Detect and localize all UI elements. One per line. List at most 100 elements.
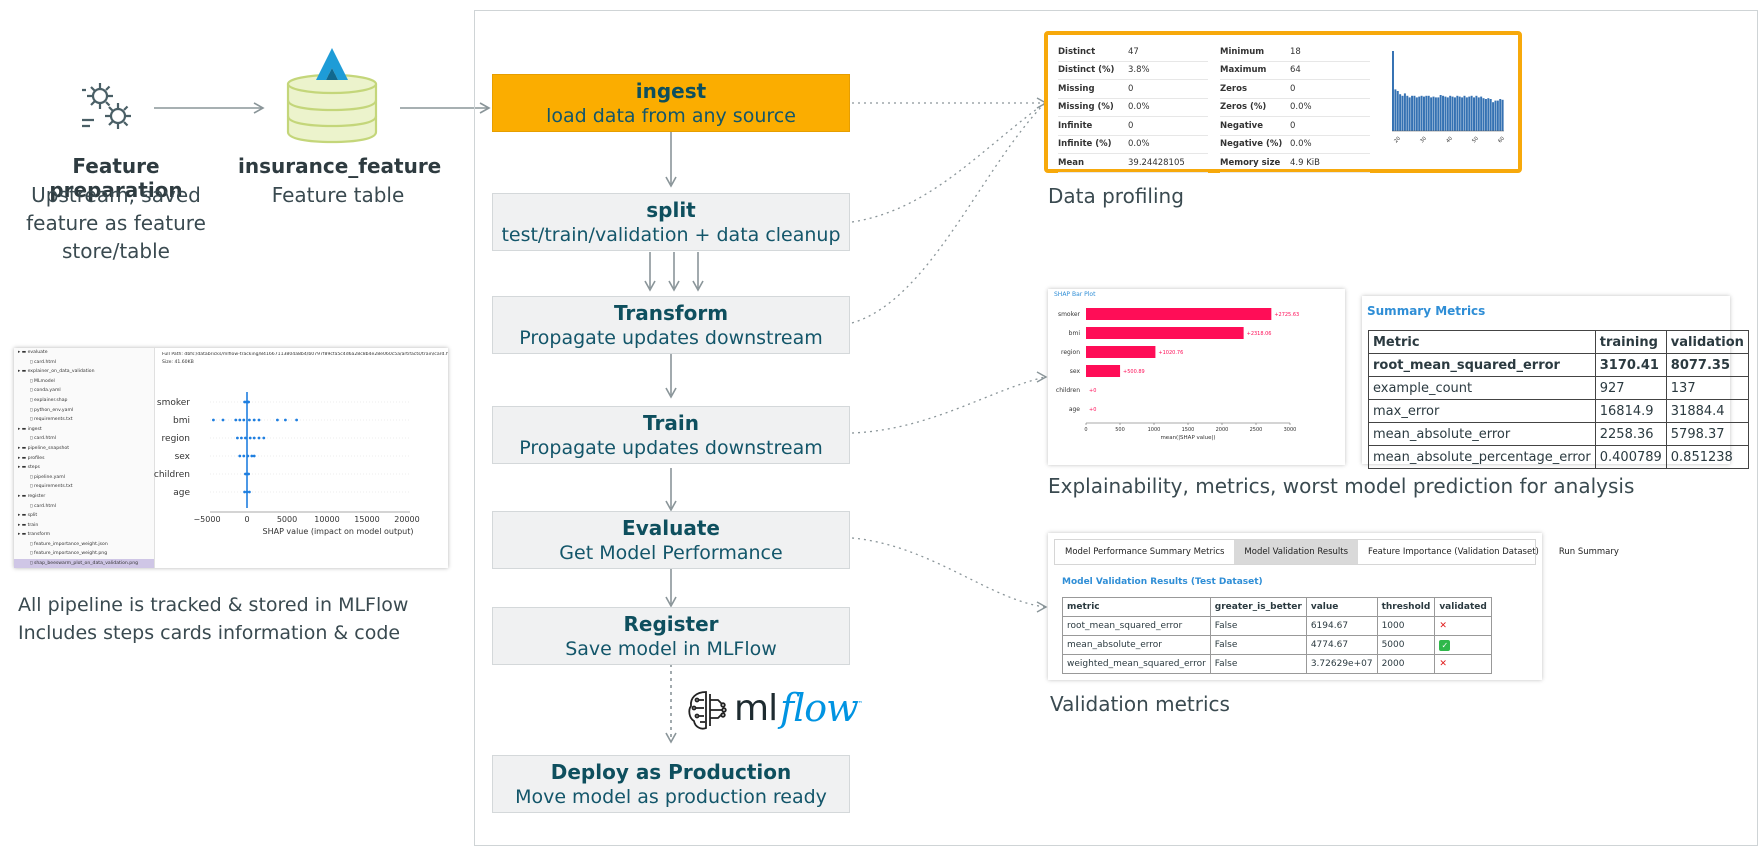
histogram-tick-label: 60 bbox=[1497, 136, 1506, 145]
shap-point bbox=[236, 436, 239, 440]
tree-folder[interactable]: ▸ ▬ split bbox=[18, 513, 38, 519]
shap-point bbox=[295, 418, 298, 422]
value-cell: 4774.67 bbox=[1305, 635, 1378, 655]
tree-file[interactable]: ▯ feature_importance_weight.png bbox=[30, 551, 108, 557]
tree-folder[interactable]: ▸ ▬ register bbox=[18, 493, 46, 499]
category-label: smoker bbox=[1058, 311, 1081, 318]
tree-file[interactable]: ▯ explainer.shap bbox=[30, 397, 68, 403]
tree-file[interactable]: ▯ requirements.txt bbox=[30, 417, 73, 423]
shap-bar bbox=[1086, 346, 1156, 358]
tree-file[interactable]: ▯ card.html bbox=[30, 359, 56, 365]
tree-file[interactable]: ▯ card.html bbox=[30, 436, 56, 442]
histogram-bar bbox=[1468, 96, 1471, 131]
stat-value: 0 bbox=[1128, 120, 1134, 131]
histogram-bar bbox=[1392, 51, 1394, 131]
greater-cell: False bbox=[1209, 635, 1307, 655]
value-label: +500.89 bbox=[1123, 369, 1145, 375]
value-cell: 0.851238 bbox=[1665, 445, 1749, 469]
step-train[interactable]: Train Propagate updates downstream bbox=[492, 406, 850, 464]
header-cell: value bbox=[1305, 597, 1378, 617]
tree-folder[interactable]: ▸ ▬ steps bbox=[18, 465, 40, 471]
mlflow-logo-tm: ™ bbox=[856, 700, 863, 708]
shap-point bbox=[257, 418, 261, 422]
stat-label: Negative (%) bbox=[1220, 139, 1283, 150]
histogram-bar bbox=[1453, 97, 1456, 131]
profile-stat-row: Missing (%)0.0% bbox=[1058, 99, 1208, 117]
tab-run-summary[interactable]: Run Summary bbox=[1558, 547, 1619, 557]
histogram-bar bbox=[1399, 94, 1402, 131]
step-register[interactable]: Register Save model in MLFlow bbox=[492, 607, 850, 665]
feature-label: smoker bbox=[157, 398, 190, 408]
tree-file[interactable]: ▯ feature_importance_weight.json bbox=[30, 541, 108, 547]
tree-folder[interactable]: ▸ ▬ transform bbox=[18, 532, 51, 538]
histogram-bar bbox=[1439, 95, 1442, 131]
shap-point bbox=[276, 418, 279, 422]
table-row: mean_absolute_percentage_error 0.400789 … bbox=[1368, 445, 1749, 469]
tab-feature-importance[interactable]: Feature Importance (Validation Dataset) bbox=[1368, 547, 1539, 557]
mlflow-logo: ml flow ™ bbox=[686, 686, 866, 736]
metric-cell: root_mean_squared_error bbox=[1368, 353, 1596, 377]
stat-label: Minimum bbox=[1220, 46, 1265, 57]
x-axis-title: SHAP value (impact on model output) bbox=[263, 527, 414, 536]
step-evaluate[interactable]: Evaluate Get Model Performance bbox=[492, 511, 850, 569]
value-cell: 16814.9 bbox=[1594, 399, 1667, 423]
stat-value: 0 bbox=[1290, 83, 1296, 94]
step-title: split bbox=[646, 198, 696, 222]
histogram-bar bbox=[1458, 96, 1461, 131]
tree-folder[interactable]: ▸ ▬ pipeline_snapshot bbox=[18, 445, 70, 451]
summary-metrics-table: Metric training validation root_mean_squ… bbox=[1368, 330, 1749, 469]
histogram-bar bbox=[1473, 97, 1476, 131]
table-row: root_mean_squared_error False 6194.67 10… bbox=[1062, 616, 1492, 636]
tree-file[interactable]: ▯ python_env.yaml bbox=[30, 407, 74, 413]
tree-folder[interactable]: ▸ ▬ ingest bbox=[18, 426, 42, 432]
brain-circuit-icon bbox=[688, 691, 727, 730]
histogram-bar bbox=[1463, 95, 1466, 131]
step-split[interactable]: split test/train/validation + data clean… bbox=[492, 193, 850, 251]
tree-file[interactable]: ▯ pipeline.yaml bbox=[30, 474, 65, 480]
histogram-bar bbox=[1496, 100, 1499, 131]
stat-value: 3.8% bbox=[1128, 65, 1150, 76]
tree-file[interactable]: ▯ MLmodel bbox=[30, 378, 55, 384]
tree-folder[interactable]: ▸ ▬ evaluate bbox=[18, 350, 48, 355]
histogram-bar bbox=[1449, 95, 1452, 131]
value-cell: 0.400789 bbox=[1594, 445, 1667, 469]
profile-stat-row: Negative (%)0.0% bbox=[1220, 136, 1370, 154]
histogram-bar bbox=[1494, 100, 1497, 131]
step-transform[interactable]: Transform Propagate updates downstream bbox=[492, 296, 850, 354]
histogram-bar bbox=[1470, 95, 1473, 131]
value-cell: 6194.67 bbox=[1305, 616, 1378, 636]
validated-cell: ✓ bbox=[1434, 635, 1492, 655]
x-tick-label: 3000 bbox=[1284, 427, 1297, 433]
tree-file[interactable]: ▯ shap_beeswarm_plot_on_data_validation.… bbox=[14, 559, 154, 568]
tree-folder[interactable]: ▸ ▬ profiles bbox=[18, 455, 45, 461]
tree-file[interactable]: ▯ requirements.txt bbox=[30, 484, 73, 490]
histogram-bar bbox=[1484, 99, 1487, 131]
shap-bar-title: SHAP Bar Plot bbox=[1054, 291, 1096, 298]
greater-cell: False bbox=[1209, 616, 1307, 636]
tab-validation-results[interactable]: Model Validation Results bbox=[1234, 540, 1359, 564]
histogram-bar bbox=[1489, 99, 1492, 131]
tree-folder[interactable]: ▸ ▬ explainer_on_data_validation bbox=[18, 369, 95, 375]
x-tick-label: 0 bbox=[1084, 427, 1087, 433]
shap-bar bbox=[1086, 327, 1244, 339]
threshold-cell: 1000 bbox=[1376, 616, 1436, 636]
stat-value: 4.9 KiB bbox=[1290, 157, 1320, 168]
shap-point bbox=[212, 418, 215, 422]
validated-cell: ✕ bbox=[1434, 654, 1492, 674]
validation-table: metric greater_is_better value threshold… bbox=[1062, 597, 1492, 674]
data-profiling-caption: Data profiling bbox=[1048, 184, 1184, 208]
step-deploy[interactable]: Deploy as Production Move model as produ… bbox=[492, 755, 850, 813]
tab-performance-summary[interactable]: Model Performance Summary Metrics bbox=[1065, 547, 1225, 557]
tree-file[interactable]: ▯ conda.yaml bbox=[30, 388, 61, 394]
feature-label: region bbox=[162, 434, 190, 444]
database-icon bbox=[286, 48, 378, 144]
stat-value: 39.24428105 bbox=[1128, 157, 1185, 168]
x-axis-title: mean(|SHAP value|) bbox=[1160, 435, 1215, 441]
metric-cell: mean_absolute_percentage_error bbox=[1368, 445, 1596, 469]
tree-folder[interactable]: ▸ ▬ train bbox=[18, 522, 39, 528]
shap-point bbox=[248, 436, 252, 440]
tree-file[interactable]: ▯ card.html bbox=[30, 503, 56, 509]
step-ingest[interactable]: ingest load data from any source bbox=[492, 74, 850, 132]
